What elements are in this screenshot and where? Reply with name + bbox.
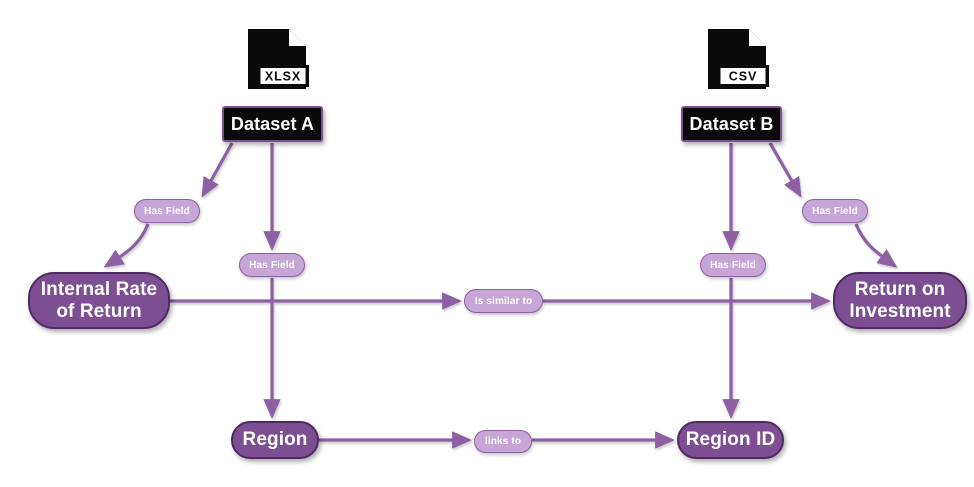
edge-path-hasfield-to-irr [103, 223, 150, 268]
edge-label-text: Has Field [710, 259, 756, 271]
edge-label-text: Has Field [812, 205, 858, 217]
edge-label-text: Has Field [144, 205, 190, 217]
csv-file-icon-label: CSV [729, 69, 757, 83]
node-region-label: Region [242, 429, 308, 451]
node-dataset-a-label: Dataset A [230, 113, 315, 134]
node-return-on-investment-label: Return on Investment [849, 279, 951, 322]
node-internal-rate-of-return[interactable]: Internal Rate of Return [28, 272, 170, 329]
edge-label-dataset-b-has-field-roi[interactable]: Has Field [802, 199, 868, 223]
edge-path-hasfield-to-roi [854, 223, 898, 268]
node-region[interactable]: Region [231, 421, 319, 459]
node-dataset-b-label: Dataset B [689, 113, 774, 134]
node-return-on-investment[interactable]: Return on Investment [833, 272, 967, 329]
edge-label-text: Has Field [249, 259, 295, 271]
edge-path-dataset-b-to-hasfield-roi [768, 142, 802, 198]
node-region-id[interactable]: Region ID [677, 421, 784, 459]
edge-label-dataset-b-has-field-region-id[interactable]: Has Field [700, 253, 766, 277]
csv-file-icon: CSV [705, 27, 771, 102]
node-dataset-b[interactable]: Dataset B [681, 106, 782, 142]
edge-path-dataset-a-to-hasfield-irr [201, 142, 234, 198]
node-region-id-label: Region ID [685, 429, 776, 451]
edge-label-dataset-a-has-field-irr[interactable]: Has Field [134, 199, 200, 223]
node-internal-rate-of-return-label: Internal Rate of Return [40, 279, 158, 322]
xlsx-file-icon: XLSX [245, 27, 311, 102]
edge-label-links-to[interactable]: links to [474, 430, 532, 453]
edge-label-text: Is similar to [474, 295, 533, 307]
xlsx-file-icon-label: XLSX [265, 69, 301, 83]
edge-label-is-similar-to[interactable]: Is similar to [464, 289, 543, 313]
edge-label-dataset-a-has-field-region[interactable]: Has Field [239, 253, 305, 277]
edge-label-text: links to [484, 436, 522, 447]
node-dataset-a[interactable]: Dataset A [222, 106, 323, 142]
